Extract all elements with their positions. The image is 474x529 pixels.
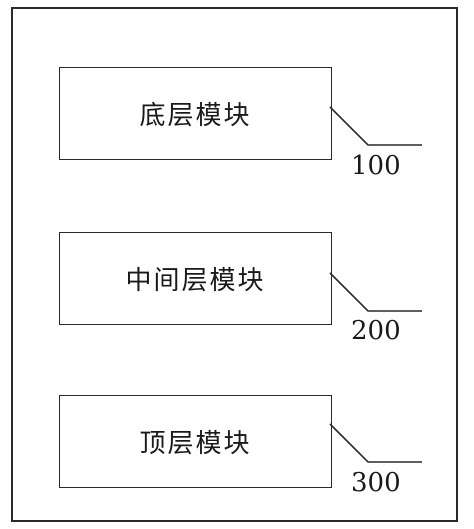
top-layer-module-label: 顶层模块 <box>139 429 252 459</box>
reference-number-300: 300 <box>351 468 401 498</box>
bottom-layer-module-box: 底层模块 <box>59 67 332 160</box>
bottom-layer-module-label: 底层模块 <box>139 101 252 131</box>
reference-number-200: 200 <box>351 316 401 346</box>
top-layer-module-box: 顶层模块 <box>59 395 332 488</box>
middle-layer-module-box: 中间层模块 <box>59 232 332 325</box>
system-outer-frame <box>11 7 458 522</box>
leader-line-100 <box>329 106 422 146</box>
leader-line-200 <box>329 272 422 312</box>
leader-line-300 <box>329 423 422 463</box>
reference-number-100: 100 <box>351 151 401 181</box>
middle-layer-module-label: 中间层模块 <box>125 266 266 296</box>
